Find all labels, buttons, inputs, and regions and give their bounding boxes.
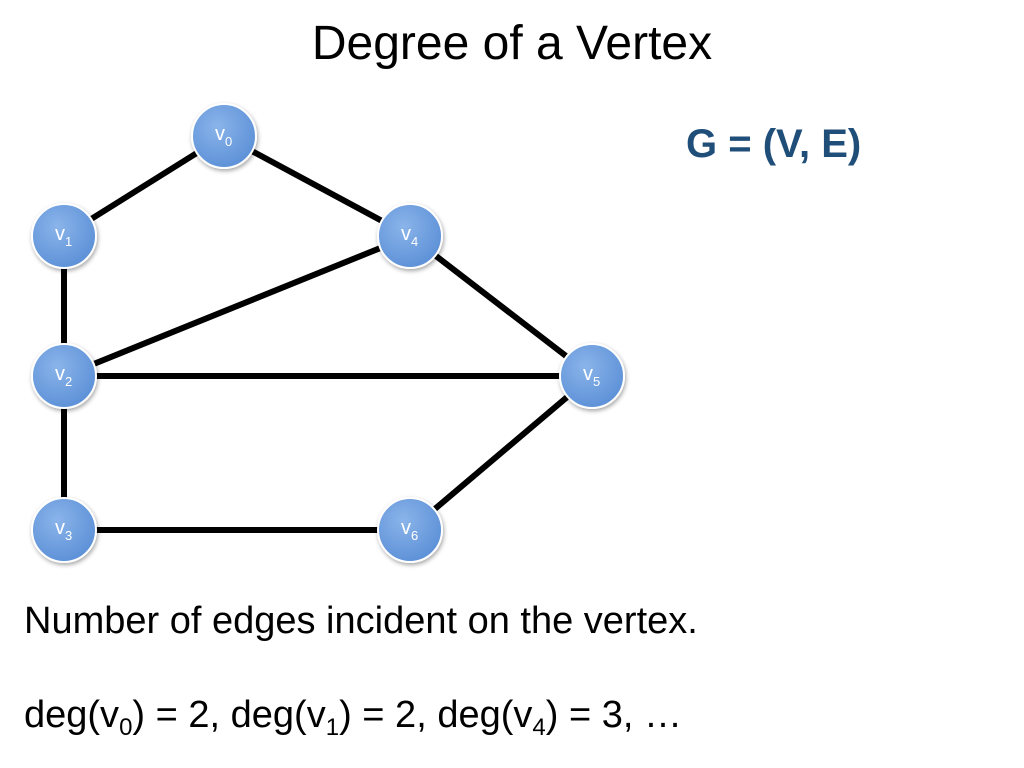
vertex-circle <box>559 343 625 409</box>
degree-list: deg(v0) = 2, deg(v1) = 2, deg(v4) = 3, … <box>24 690 682 740</box>
vertex-label-base: v <box>401 223 411 245</box>
vertex-label-base: v <box>55 223 65 245</box>
degree-item: deg(v1) = 2 <box>230 694 417 740</box>
vertex-circle <box>191 103 257 169</box>
definition-text: Number of edges incident on the vertex. <box>24 600 698 642</box>
vertex-v0: v0 <box>191 103 257 169</box>
degree-separator: , <box>416 694 438 736</box>
vertex-label-base: v <box>401 517 411 539</box>
vertex-circle <box>31 203 97 269</box>
degree-subscript: 0 <box>119 714 133 741</box>
edges-layer <box>61 133 595 533</box>
degree-subscript: 4 <box>532 714 546 741</box>
degree-separator: , <box>209 694 231 736</box>
degree-prefix: deg(v <box>24 694 120 736</box>
edge-v5-v6 <box>407 373 595 533</box>
edge-v2-v4 <box>61 233 413 379</box>
vertex-label-subscript: 0 <box>225 134 232 149</box>
edge-v0-v4 <box>221 133 413 239</box>
degree-prefix: deg(v <box>437 694 533 736</box>
vertex-label: v6 <box>401 517 418 543</box>
vertex-label-subscript: 2 <box>65 374 72 389</box>
vertex-circle <box>31 497 97 563</box>
vertex-label: v1 <box>55 223 72 249</box>
vertex-label-subscript: 5 <box>593 374 600 389</box>
vertex-label: v4 <box>401 223 418 249</box>
degree-item: deg(v4) = 3 <box>437 694 623 740</box>
vertex-label: v2 <box>55 363 72 389</box>
graph-notation: G = (V, E) <box>686 122 862 166</box>
vertex-label-base: v <box>55 363 65 385</box>
degree-value: ) = 2 <box>132 694 210 736</box>
vertex-label: v3 <box>55 517 72 543</box>
vertex-label: v0 <box>215 123 232 149</box>
vertex-v2: v2 <box>31 343 97 409</box>
vertex-label: v5 <box>583 363 600 389</box>
vertex-label-base: v <box>55 517 65 539</box>
vertex-circle <box>31 343 97 409</box>
degree-value: ) = 2 <box>339 694 417 736</box>
vertex-v4: v4 <box>377 203 443 269</box>
vertex-label-subscript: 3 <box>65 528 72 543</box>
slide-title: Degree of a Vertex <box>311 17 713 70</box>
vertex-circle <box>377 497 443 563</box>
degree-item: deg(v0) = 2 <box>24 694 210 740</box>
vertex-label-subscript: 1 <box>65 234 72 249</box>
degree-subscript: 1 <box>325 714 340 741</box>
vertex-label-base: v <box>215 123 225 145</box>
degree-value: ) = 3 <box>545 694 623 736</box>
vertex-label-subscript: 4 <box>411 234 418 249</box>
vertex-label-subscript: 6 <box>411 528 418 543</box>
vertex-circle <box>377 203 443 269</box>
vertex-v3: v3 <box>31 497 97 563</box>
vertex-label-base: v <box>583 363 593 385</box>
vertex-v6: v6 <box>377 497 443 563</box>
vertex-v5: v5 <box>559 343 625 409</box>
vertex-v1: v1 <box>31 203 97 269</box>
edge-v4-v5 <box>407 233 595 379</box>
degree-prefix: deg(v <box>230 694 326 736</box>
degree-list-tail: , … <box>622 694 682 736</box>
